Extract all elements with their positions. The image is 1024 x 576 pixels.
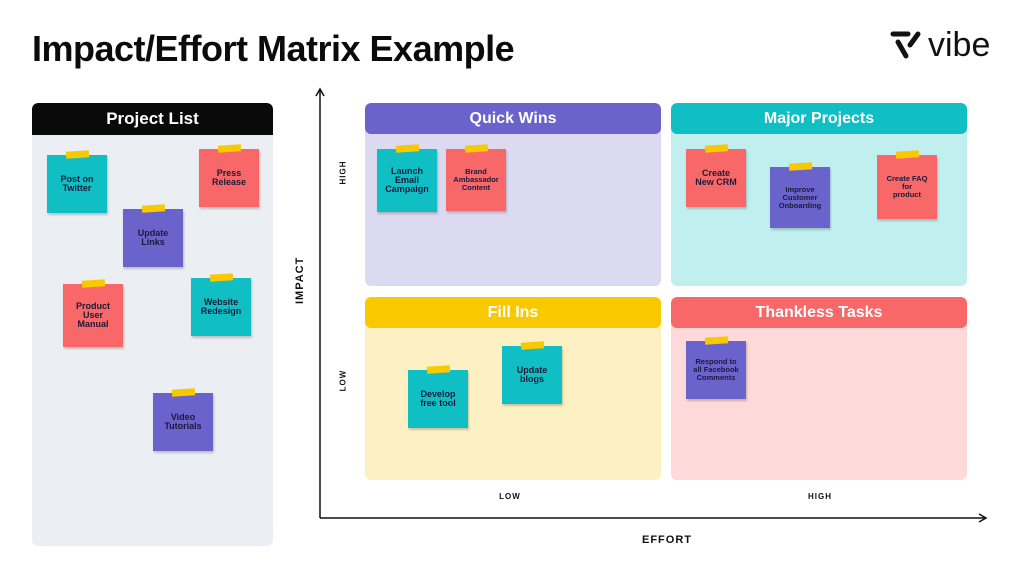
y-axis-high: HIGH (338, 160, 348, 185)
x-axis-low: LOW (499, 492, 521, 501)
x-axis-label: EFFORT (642, 534, 692, 546)
sticky-note[interactable]: Press Release (199, 144, 259, 207)
quadrant-title: Thankless Tasks (671, 297, 967, 328)
sticky-note[interactable]: Product User Manual (63, 279, 123, 347)
sticky-note[interactable]: Develop free tool (408, 365, 468, 428)
y-axis-arrow (315, 87, 325, 97)
note-text: Update Links (137, 228, 169, 247)
note-text: Post on Twitter (60, 174, 94, 193)
sticky-note[interactable]: Update blogs (502, 341, 562, 404)
vibe-logo-icon (890, 31, 921, 59)
note-text: Press Release (211, 168, 247, 187)
note-text: Create FAQ for product (886, 174, 928, 199)
logo-text: vibe (928, 26, 991, 64)
sticky-note[interactable]: Create New CRM (686, 144, 746, 207)
note-text: Update blogs (516, 365, 548, 384)
sticky-note[interactable]: Website Redesign (191, 273, 251, 336)
note-text: Respond to all Facebook Comments (693, 357, 739, 382)
quadrant-title: Major Projects (671, 103, 967, 134)
sticky-note[interactable]: Respond to all Facebook Comments (686, 336, 746, 399)
vibe-logo: vibe (890, 28, 990, 62)
note-text: Launch Email Campaign (385, 166, 429, 194)
sticky-note[interactable]: Post on Twitter (47, 150, 107, 213)
sticky-note[interactable]: Brand Ambassador Content (446, 144, 506, 211)
note-text: Develop free tool (420, 389, 456, 408)
note-text: Improve Customer Onboarding (778, 184, 822, 210)
quadrant-title: Quick Wins (365, 103, 661, 134)
quadrant-title: Fill Ins (365, 297, 661, 328)
x-axis-arrow (978, 513, 988, 523)
note-text: Brand Ambassador Content (453, 167, 499, 192)
note-text: Website Redesign (200, 297, 242, 316)
sticky-note[interactable]: Create FAQ for product (877, 150, 937, 219)
quadrant-quick-wins: Quick Wins (365, 103, 661, 286)
page-title: Impact/Effort Matrix Example (32, 28, 515, 69)
sticky-note[interactable]: Video Tutorials (153, 388, 213, 451)
project-list-title: Project List (32, 103, 273, 135)
y-axis-low: LOW (338, 369, 348, 392)
sticky-note[interactable]: Improve Customer Onboarding (770, 162, 830, 228)
note-text: Product User Manual (75, 301, 110, 329)
x-axis-high: HIGH (808, 492, 832, 501)
y-axis-label: IMPACT (294, 256, 306, 304)
sticky-note[interactable]: Launch Email Campaign (377, 144, 437, 212)
sticky-note[interactable]: Update Links (123, 204, 183, 267)
note-text: Video Tutorials (164, 412, 202, 431)
note-text: Create New CRM (695, 168, 737, 187)
